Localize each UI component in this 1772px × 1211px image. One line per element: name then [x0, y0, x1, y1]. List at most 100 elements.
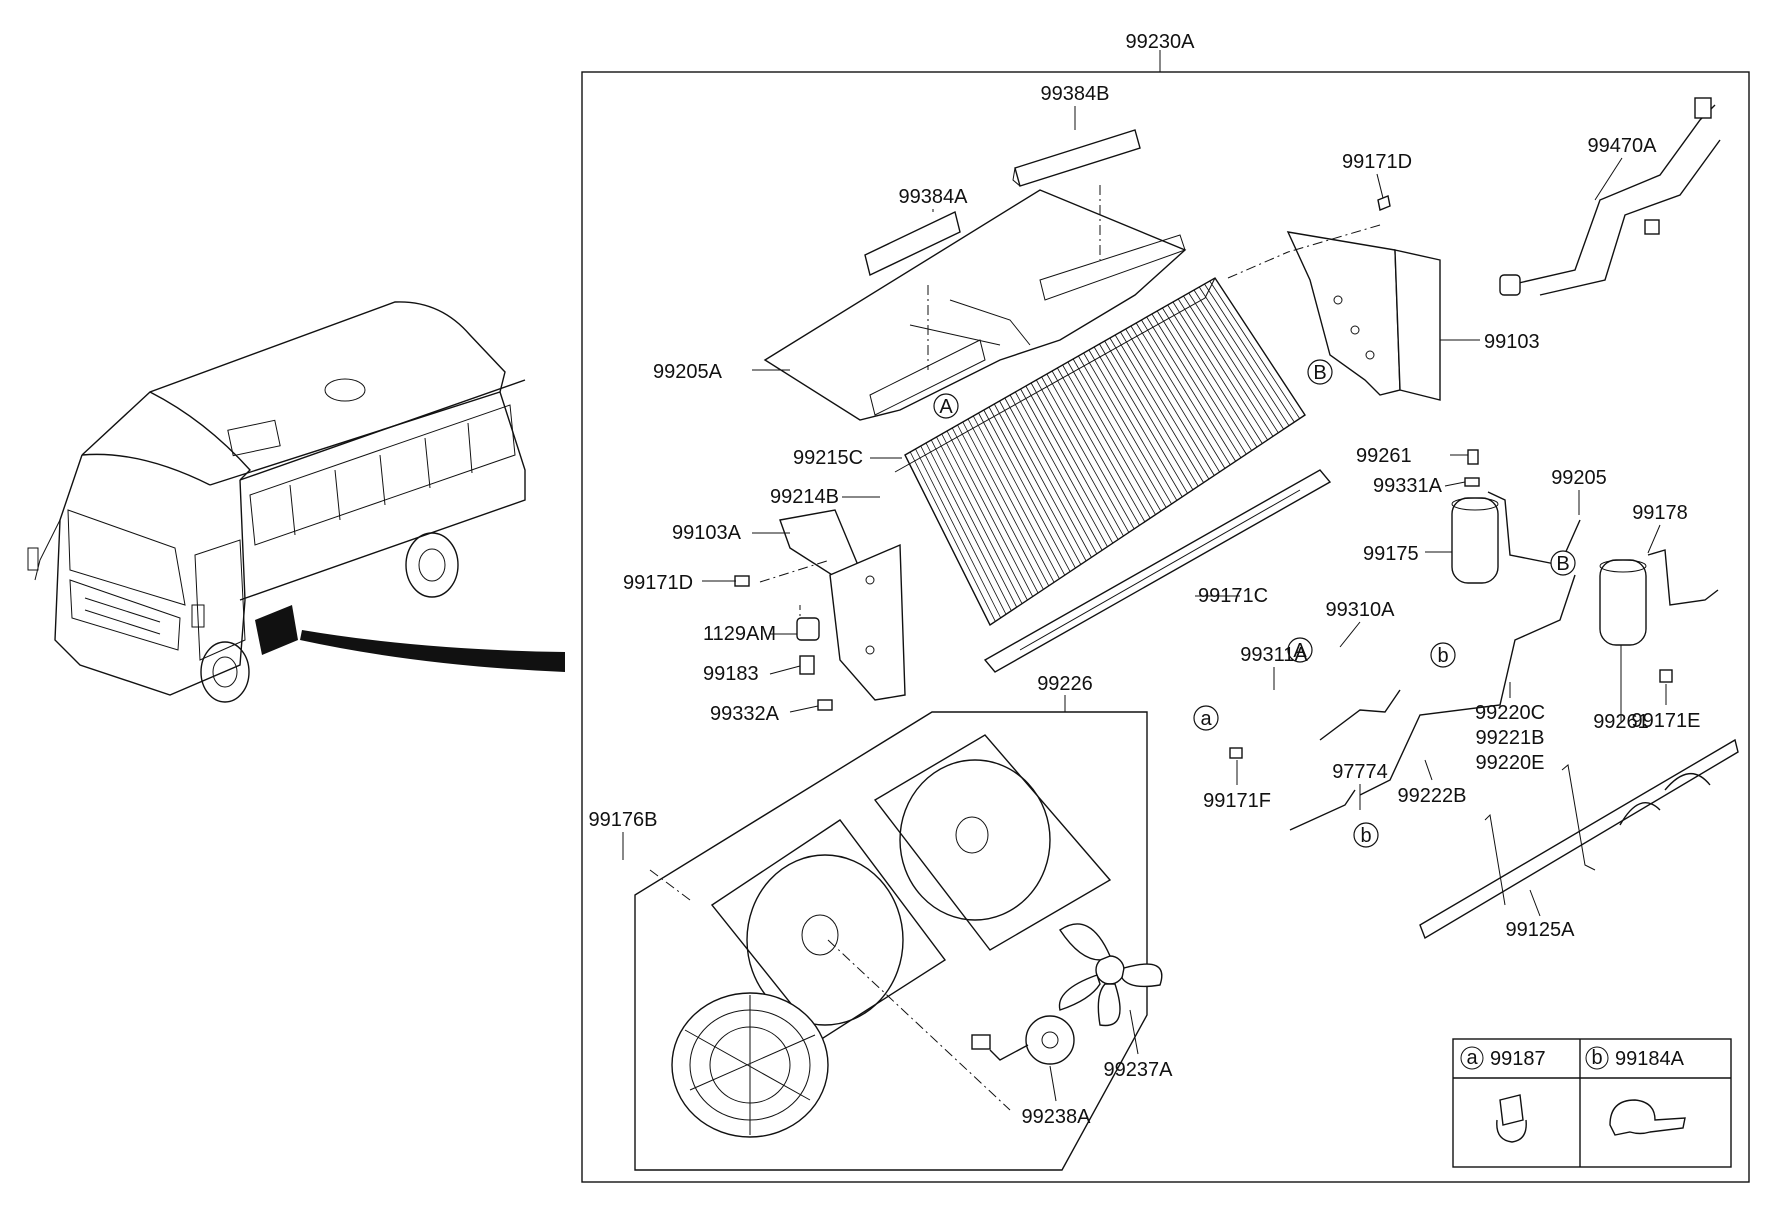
part-label: 99310A [1326, 599, 1396, 621]
part-label: 99237A [1104, 1059, 1174, 1081]
callout-marker-circle [1430, 642, 1456, 668]
callout-marker: b [1360, 825, 1371, 847]
condenser-fin [1198, 286, 1290, 426]
condenser-fin [1125, 328, 1215, 476]
callout-marker-circle [933, 393, 959, 419]
callout-marker: a [1200, 708, 1212, 730]
part-label: 99205 [1551, 467, 1607, 489]
leader-line [769, 665, 801, 675]
part-label: 99183 [703, 663, 759, 685]
condenser-fin [1036, 379, 1124, 537]
callout-marker-circle [1193, 705, 1219, 731]
condenser-fin [1183, 295, 1274, 437]
part-label: 99238A [1022, 1106, 1092, 1128]
part-label: 99222B [1398, 785, 1467, 807]
condenser-fin [1083, 352, 1172, 505]
condenser-fin [1093, 346, 1183, 498]
condenser-fin [1104, 340, 1194, 490]
part-label: 99311A [1240, 644, 1308, 666]
refrigerant-pipes [1289, 97, 1721, 831]
condenser-fin [962, 421, 1050, 587]
legend-marker-a: a [1466, 1047, 1478, 1069]
condenser-fin [1004, 397, 1092, 558]
condenser-fin [1051, 370, 1140, 526]
leader-line [1049, 1065, 1057, 1102]
condenser-fin [972, 415, 1060, 579]
condenser-fin [1188, 292, 1279, 434]
part-label: 1129AM [703, 623, 776, 645]
condenser-fin [1046, 373, 1135, 530]
condenser-fin [1214, 277, 1306, 416]
part-label: 99221B [1476, 727, 1545, 749]
callout-marker-circle [1307, 359, 1333, 385]
condenser-fin [1057, 367, 1146, 522]
callout-marker-circle [1550, 550, 1576, 576]
condenser-fin [920, 445, 1007, 615]
part-label: 99215C [793, 447, 863, 469]
condenser-fin [930, 439, 1018, 608]
part-label: 99171F [1203, 790, 1271, 812]
condenser-fin [1120, 331, 1210, 480]
condenser-fin [1099, 343, 1188, 494]
condenser-fin [1204, 283, 1295, 423]
condenser-fin [1172, 301, 1263, 444]
legend-part-a: 99187 [1490, 1048, 1546, 1070]
condenser-fin [1109, 337, 1199, 487]
part-label: 99220C [1475, 702, 1545, 724]
mounting-bracket-99125A [1419, 738, 1739, 940]
condenser-fin [1014, 391, 1103, 551]
condenser-core [759, 224, 1441, 701]
part-label: 99470A [1588, 135, 1658, 157]
condenser-fin [1030, 382, 1119, 540]
condenser-fin [1146, 316, 1236, 462]
condenser-fin [904, 454, 991, 626]
condenser-fin [993, 403, 1082, 565]
hardware [734, 195, 1673, 759]
condenser-fin [1088, 349, 1178, 501]
assembly-label: 99230A [1126, 31, 1196, 53]
callout-marker: b [1437, 645, 1448, 667]
condenser-fin [957, 424, 1044, 590]
legend-part-b: 99184A [1615, 1048, 1685, 1070]
condenser-fin [1009, 394, 1098, 555]
condenser-fin [1025, 385, 1114, 544]
condenser-fin [1177, 298, 1268, 441]
condenser-fin [951, 427, 1039, 594]
condenser-fin [909, 451, 996, 622]
leader-line [1594, 157, 1623, 201]
condenser-fin [1078, 355, 1167, 508]
condenser-fin [1020, 388, 1108, 547]
condenser-fin [936, 436, 1023, 604]
condenser-fin [967, 418, 1055, 583]
callout-marker: A [1293, 640, 1307, 662]
condenser-fin [1167, 304, 1258, 448]
condenser-fin [1156, 310, 1247, 455]
condenser-fin [941, 433, 1028, 601]
condenser-fin [1135, 322, 1226, 469]
part-label: 99384A [899, 186, 969, 208]
part-label: 99103 [1484, 331, 1540, 353]
part-label: 99220E [1476, 752, 1545, 774]
leader-line [1129, 1009, 1139, 1055]
condenser-fin [1072, 358, 1162, 512]
assembly-frame: 99230A [581, 31, 1750, 1183]
leader-line [1647, 524, 1661, 554]
callout-marker: B [1313, 362, 1326, 384]
condenser-fin [1067, 361, 1156, 515]
condenser-fin [978, 412, 1066, 576]
clip-legend: a 99187 b 99184A [1452, 1038, 1732, 1168]
part-label: 99226 [1037, 673, 1093, 695]
part-label: 99331A [1373, 475, 1443, 497]
condenser-fin [1162, 307, 1252, 451]
part-label: 99384B [1041, 83, 1110, 105]
callout-marker-circle [1353, 822, 1379, 848]
condenser-fin [983, 409, 1071, 572]
part-label: 99332A [710, 703, 780, 725]
leader-line [1376, 173, 1384, 199]
leader-line [789, 705, 819, 713]
part-label: 99178 [1632, 502, 1688, 524]
top-cover [763, 129, 1187, 421]
part-label: 99171D [1342, 151, 1412, 173]
leader-line [1444, 481, 1466, 487]
